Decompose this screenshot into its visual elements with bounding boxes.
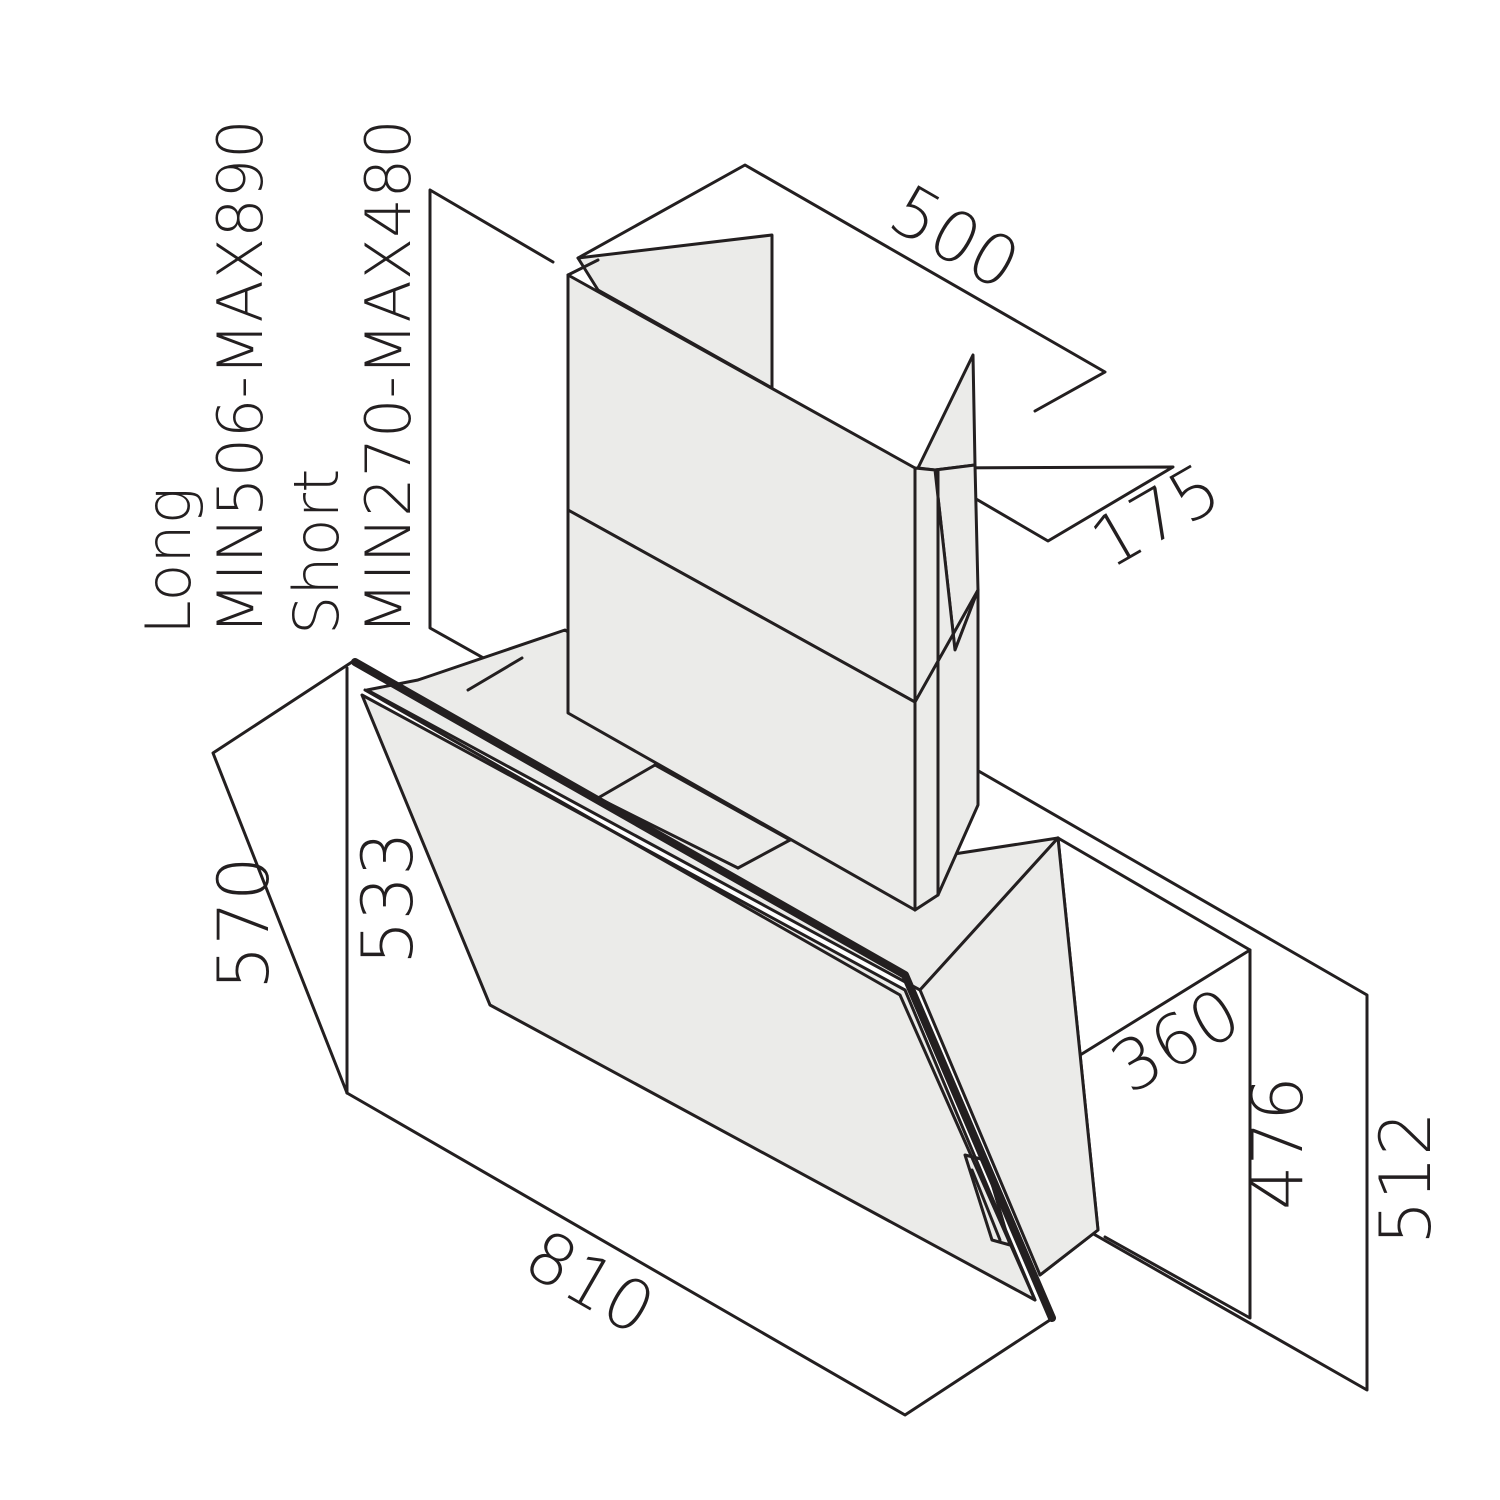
glass-panel-edge — [351, 658, 1056, 1322]
hood-right-side — [918, 836, 1100, 1277]
label-short-range: MIN270-MAX480 — [352, 119, 425, 635]
dim-810: 810 — [512, 1214, 669, 1352]
dim-533: 533 — [347, 831, 429, 965]
dim-476: 476 — [1237, 1076, 1319, 1210]
chimney — [566, 233, 980, 912]
chimney-length-labels: Long MIN506-MAX890 Short MIN270-MAX480 — [132, 119, 425, 635]
dim-512: 512 — [1365, 1111, 1447, 1245]
dim-360: 360 — [1098, 972, 1255, 1110]
dim-570: 570 — [203, 856, 285, 990]
control-strip — [963, 1153, 1012, 1247]
glass-panel — [351, 658, 1056, 1322]
label-long-range: MIN506-MAX890 — [204, 119, 277, 635]
label-long-title: Long — [132, 487, 205, 635]
label-short-title: Short — [280, 469, 353, 635]
